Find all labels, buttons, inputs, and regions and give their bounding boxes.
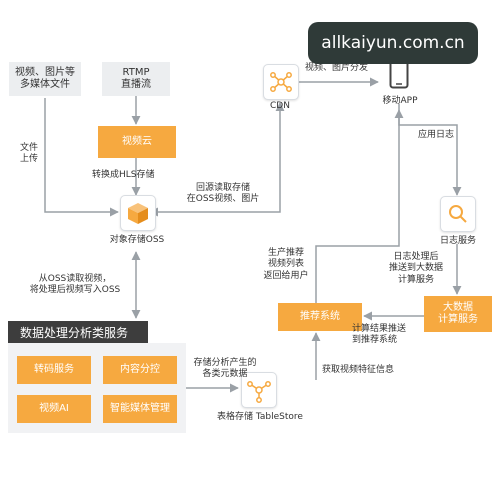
- label-produce-recommend: 生产推荐 视频列表 返回给用户: [263, 248, 309, 281]
- arrow-recommend-to-app: [315, 109, 404, 303]
- tablestore-network-icon: [241, 372, 277, 408]
- oss-cube-icon: [120, 195, 156, 231]
- processing-group-title: 数据处理分析类服务: [8, 321, 148, 344]
- arrow-upload-to-oss: [44, 98, 119, 217]
- watermark-badge: allkaiyun.com.cn: [308, 22, 478, 64]
- label-read-process: 从OSS读取视频， 将处理后视频写入OSS: [29, 274, 121, 296]
- oss-label: 对象存储OSS: [109, 235, 165, 245]
- label-log-to-bigdata: 日志处理后 推送到大数据 计算服务: [388, 252, 443, 285]
- label-metadata: 存储分析产生的 各类元数据: [193, 358, 257, 380]
- log-service-label: 日志服务: [439, 236, 476, 246]
- cdn-label: CDN: [270, 101, 290, 111]
- video-ai-box: 视频AI: [17, 395, 91, 423]
- content-control-box: 内容分控: [103, 356, 177, 384]
- media-source-box: 视频、图片等 多媒体文件: [9, 62, 81, 96]
- label-result-push: 计算结果推送 到推荐系统: [352, 324, 407, 346]
- tablestore-label: 表格存储 TableStore: [217, 412, 303, 422]
- arrow-cdn-oss: [149, 102, 285, 217]
- label-app-log: 应用日志: [418, 130, 455, 140]
- label-file-upload: 文件 上传: [20, 143, 39, 165]
- cdn-network-icon: [263, 64, 299, 100]
- rtmp-source-box: RTMP 直播流: [102, 62, 170, 96]
- media-management-box: 智能媒体管理: [103, 395, 177, 423]
- label-to-hls: 转换成HLS存储: [92, 170, 155, 180]
- video-cloud-box: 视频云: [98, 126, 176, 158]
- recommend-system-box: 推荐系统: [278, 303, 362, 331]
- label-origin-fetch: 回源读取存储 在OSS视频、图片: [186, 183, 260, 205]
- bigdata-box: 大数据 计算服务: [424, 296, 492, 332]
- arrow-app-to-log: [398, 104, 462, 196]
- log-search-icon: [440, 196, 476, 232]
- mobile-app-label: 移动APP: [382, 96, 418, 106]
- label-distribute: 视频、图片分发: [305, 63, 369, 73]
- label-features: 获取视频特征信息: [322, 365, 395, 375]
- transcode-service-box: 转码服务: [17, 356, 91, 384]
